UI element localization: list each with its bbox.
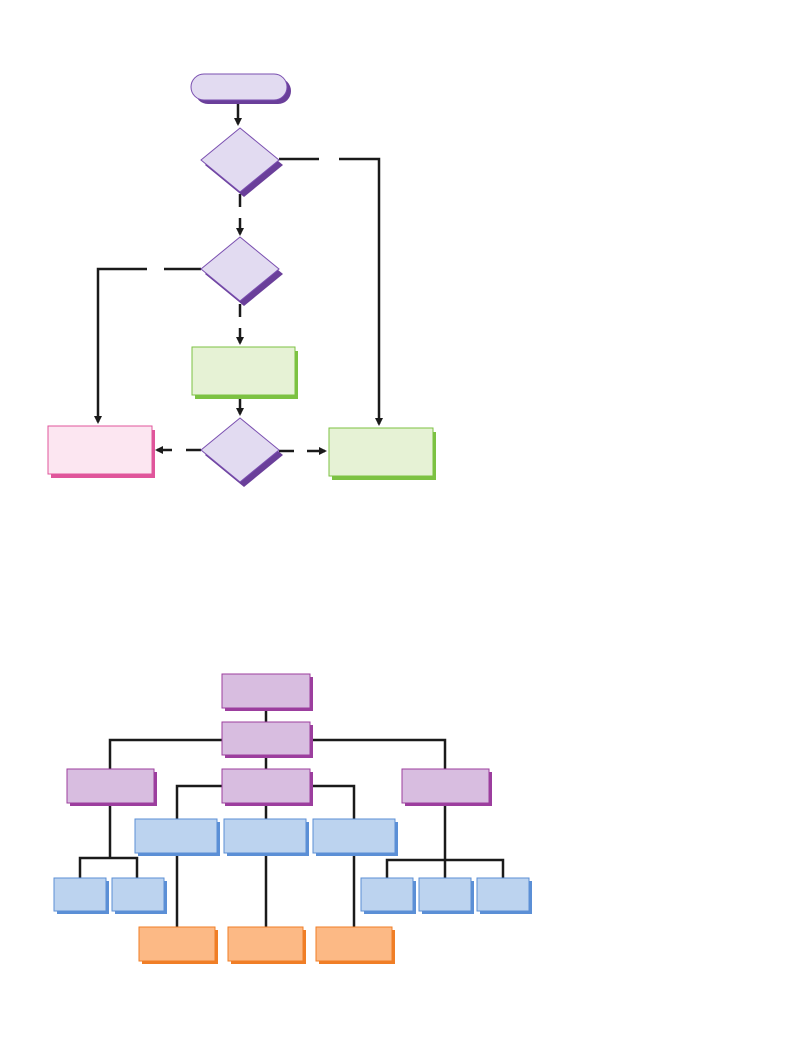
decision-3-diamond[interactable] — [200, 417, 283, 487]
outcome-right-box[interactable] — [328, 427, 436, 480]
org-node-center-grandchild-3[interactable] — [315, 926, 395, 964]
org-node-right-child-1[interactable] — [360, 877, 416, 914]
org-node-center-child-3[interactable] — [312, 818, 398, 856]
org-node-level-2[interactable] — [221, 721, 313, 758]
org-node-branch-left[interactable] — [66, 768, 157, 806]
start-terminator[interactable] — [190, 73, 291, 104]
flowchart-connectors — [94, 103, 383, 455]
org-connector-left-branch-children — [78, 856, 139, 878]
org-node-top[interactable] — [221, 673, 313, 711]
decision-1-diamond[interactable] — [200, 127, 283, 197]
connector-decision-1-right-b — [339, 157, 383, 426]
org-chart-connectors — [78, 709, 505, 927]
org-connector-level-2-left — [108, 738, 222, 769]
org-connector-center-right — [311, 784, 356, 819]
org-node-center-child-2[interactable] — [223, 818, 309, 856]
org-node-left-child-2[interactable] — [111, 877, 167, 914]
connector-decision-2-left-b — [94, 267, 147, 424]
org-node-center-child-1[interactable] — [134, 818, 220, 856]
org-connector-level-2-right — [311, 738, 447, 769]
flowchart — [47, 73, 436, 487]
org-node-right-child-2[interactable] — [418, 877, 474, 914]
org-node-left-child-1[interactable] — [53, 877, 109, 914]
org-node-branch-center[interactable] — [221, 768, 313, 806]
org-node-center-grandchild-2[interactable] — [227, 926, 306, 964]
process-box[interactable] — [191, 346, 298, 399]
org-node-center-grandchild-1[interactable] — [138, 926, 218, 964]
org-node-right-child-3[interactable] — [476, 877, 532, 914]
decision-2-diamond[interactable] — [200, 236, 283, 306]
outcome-left-box[interactable] — [47, 425, 155, 478]
org-connector-center-left — [175, 784, 222, 819]
org-chart — [53, 673, 532, 964]
org-node-branch-right[interactable] — [401, 768, 492, 806]
